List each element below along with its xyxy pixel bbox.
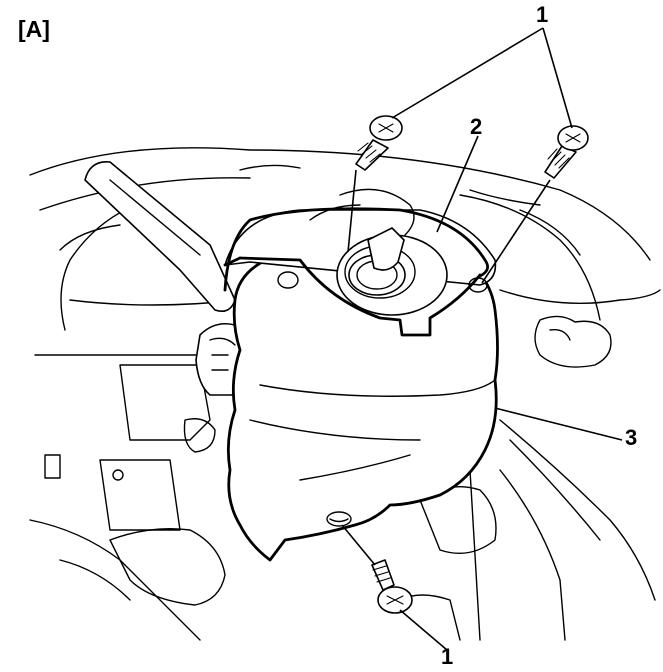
leader-lines: [341, 27, 623, 651]
callout-1-screws-top: 1: [536, 2, 549, 27]
screw-upper-right: [544, 125, 589, 179]
turn-signal-lever: [84, 161, 236, 313]
callout-2-upper-cover: 2: [470, 114, 483, 139]
screw-bottom: [371, 559, 413, 614]
screw-upper-left: [355, 115, 403, 171]
callout-3-lower-cover: 3: [625, 425, 638, 450]
callout-1-screw-bottom: 1: [441, 644, 454, 669]
view-label: [A]: [18, 16, 50, 42]
key-cylinder: [309, 188, 448, 316]
